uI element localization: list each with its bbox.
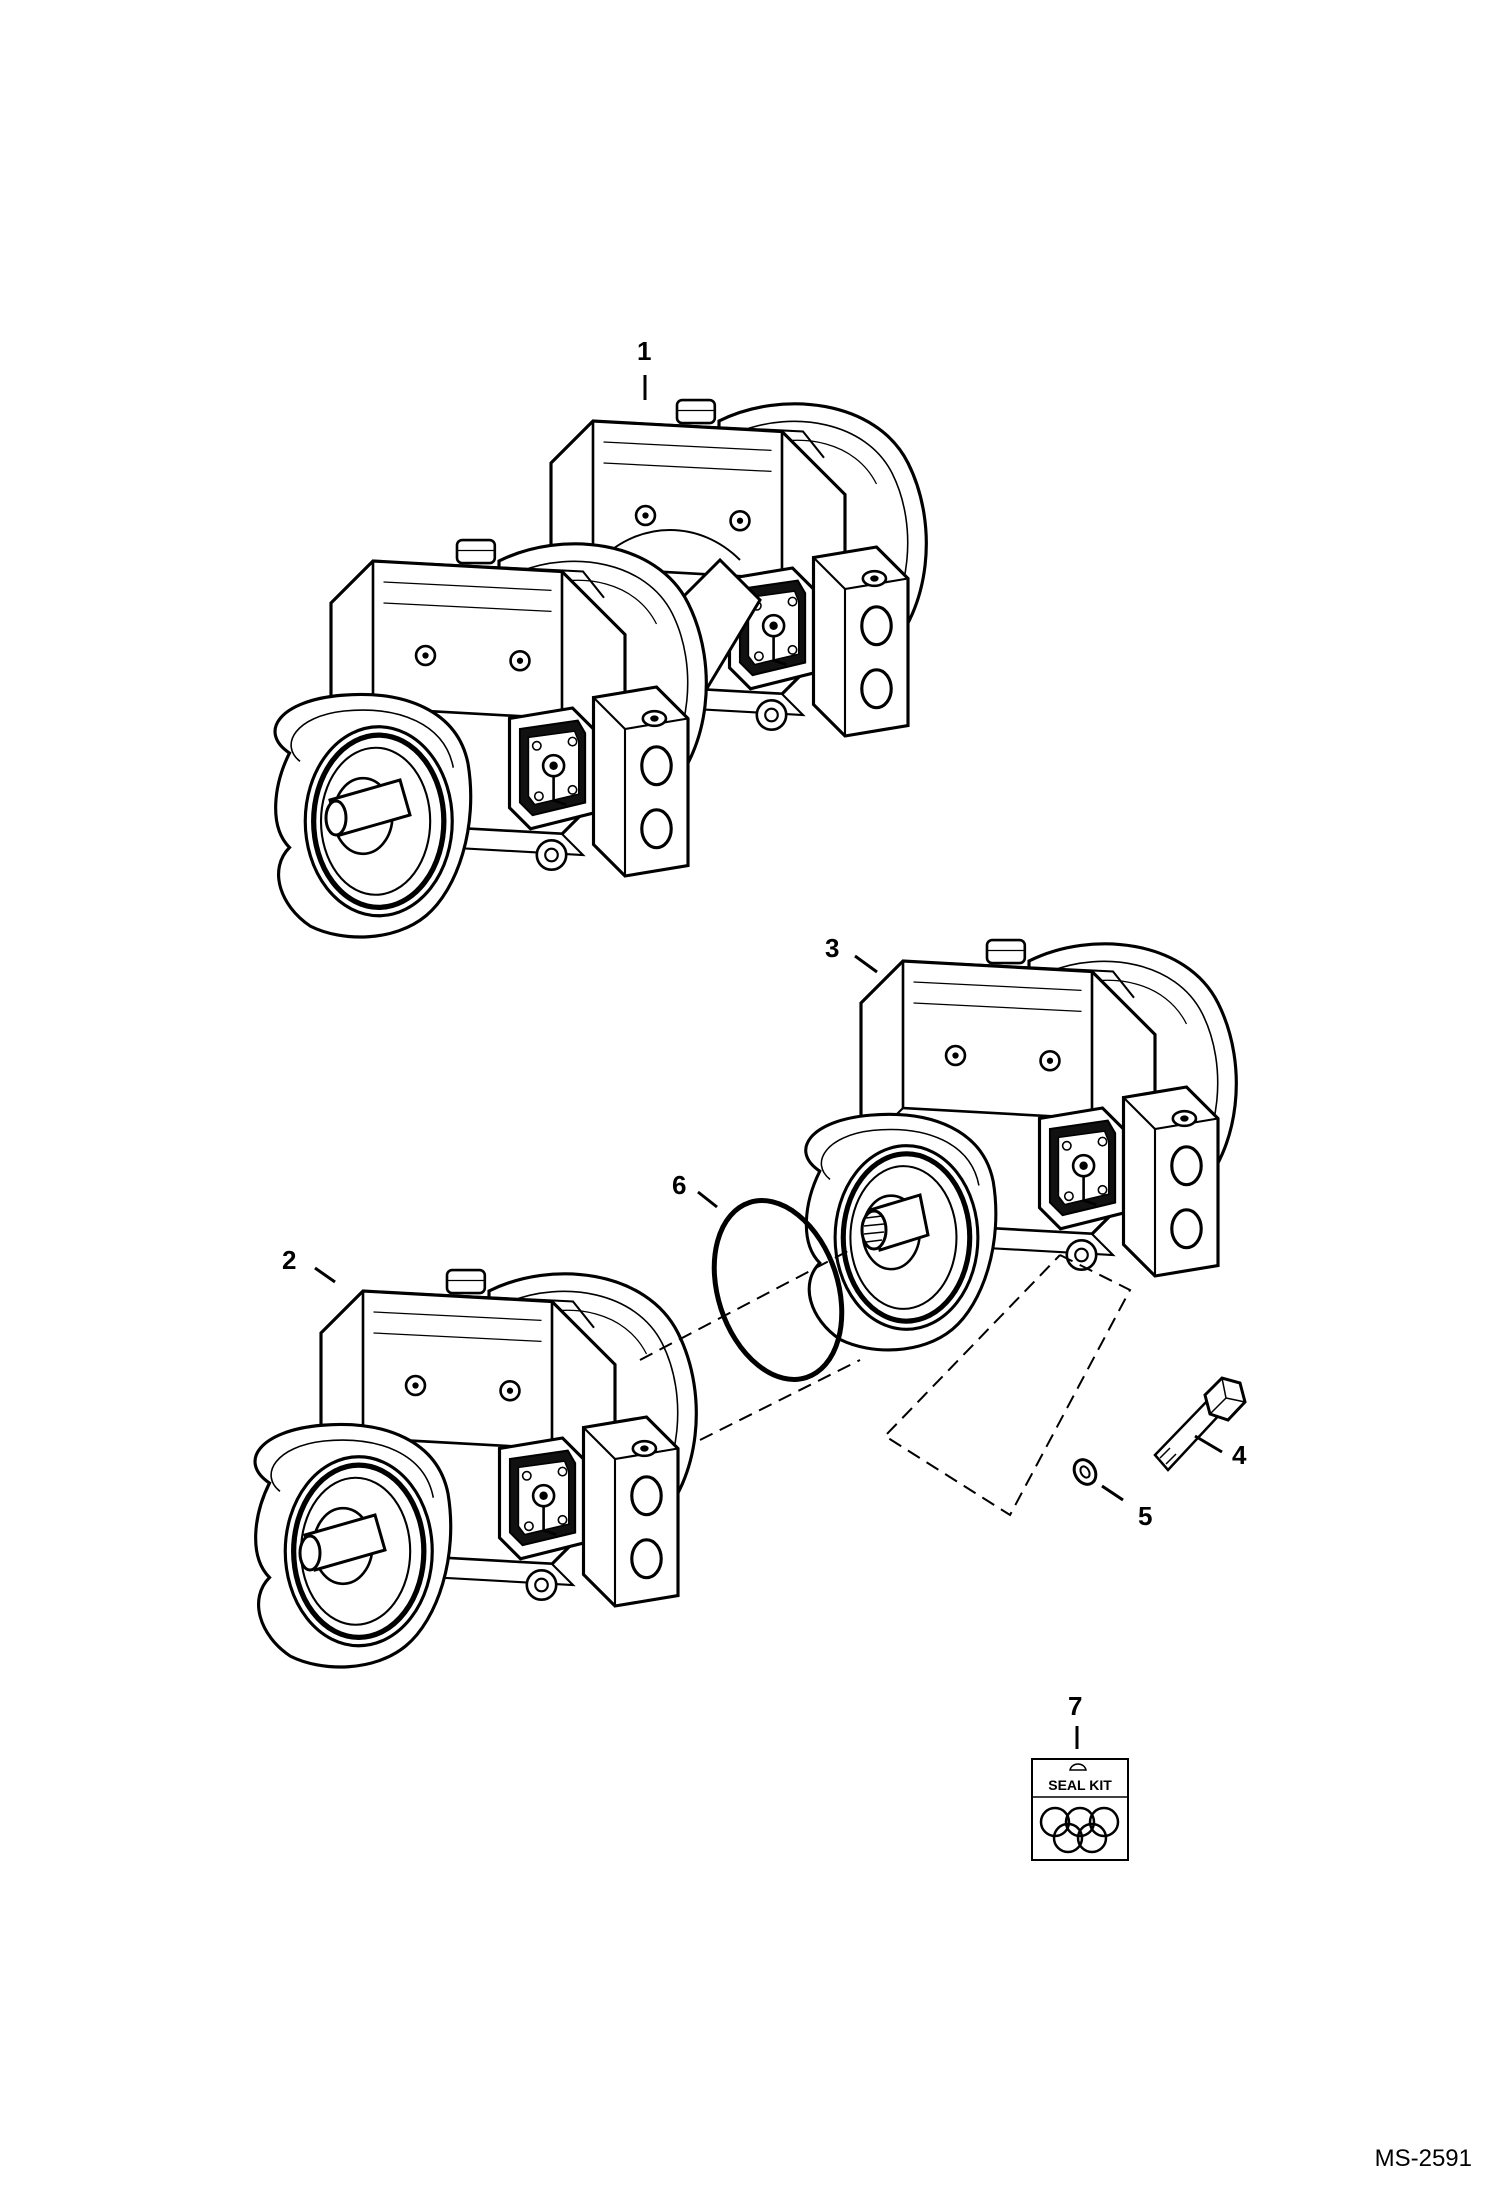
callout-6: 6	[672, 1170, 687, 1200]
sheet-id: MS-2591	[1374, 2145, 1472, 2172]
assembly-lines	[639, 1249, 1132, 1517]
callout-7: 7	[1068, 1691, 1083, 1721]
shaft	[324, 778, 412, 837]
callout-2: 2	[282, 1245, 297, 1275]
single-pump-icon	[806, 938, 1238, 1350]
seal-kit-icon: SEAL KIT	[1031, 1758, 1129, 1861]
callout-3: 3	[825, 933, 840, 963]
leader-lines	[314, 375, 1223, 1749]
callout-5: 5	[1138, 1501, 1153, 1531]
single-pump-icon	[255, 1268, 698, 1667]
shaft	[298, 1513, 387, 1572]
callout-4: 4	[1232, 1440, 1247, 1470]
tandem-pump-icon	[275, 398, 928, 937]
seal-kit-label: SEAL KIT	[1048, 1777, 1112, 1793]
callout-1: 1	[637, 336, 652, 366]
o-ring-icon	[711, 1198, 845, 1382]
splined-shaft	[860, 1193, 930, 1252]
washer-icon	[1072, 1458, 1098, 1486]
bolt-icon	[1153, 1376, 1247, 1472]
